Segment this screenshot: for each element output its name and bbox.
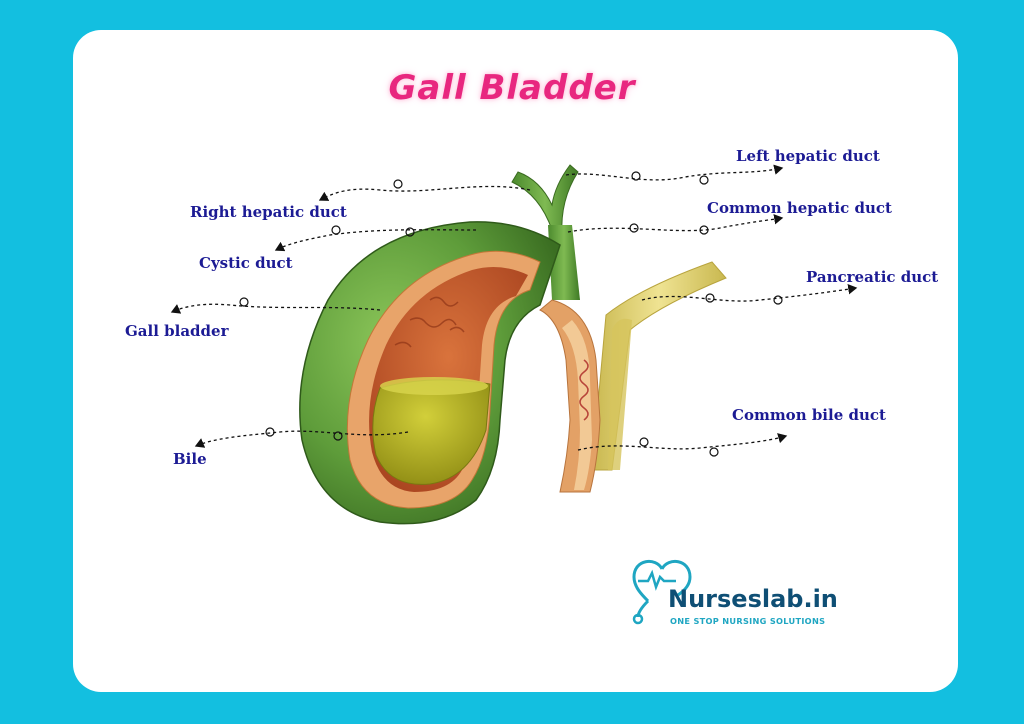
page-title: Gall Bladder xyxy=(388,68,636,108)
label-gall-bladder: Gall bladder xyxy=(125,322,229,340)
brand-logo: Nurseslab.in ONE STOP NURSING SOLUTIONS xyxy=(626,555,838,635)
label-cystic-duct: Cystic duct xyxy=(199,254,293,272)
label-common-bile-duct: Common bile duct xyxy=(732,406,886,424)
common-bile-duct xyxy=(539,299,601,493)
leader-cystic xyxy=(274,229,477,252)
heart-stethoscope-icon xyxy=(632,560,692,625)
content-card xyxy=(73,30,958,692)
leader-pancreatic xyxy=(641,284,858,302)
label-pancreatic-duct: Pancreatic duct xyxy=(806,268,939,286)
leader-lines xyxy=(170,164,858,451)
leader-loops xyxy=(239,171,783,457)
leader-bile xyxy=(194,430,409,448)
gall-bladder-body xyxy=(299,221,561,525)
leader-common-hepatic xyxy=(567,214,784,233)
label-common-hepatic-duct: Common hepatic duct xyxy=(707,199,892,217)
pancreatic-duct xyxy=(591,261,727,471)
label-right-hepatic-duct: Right hepatic duct xyxy=(190,203,347,221)
label-bile: Bile xyxy=(173,450,207,468)
brand-name: Nurseslab.in xyxy=(668,585,838,613)
leader-common-bile xyxy=(577,433,788,451)
brand-tagline: ONE STOP NURSING SOLUTIONS xyxy=(670,616,826,626)
leader-gall-bladder xyxy=(170,303,381,314)
leader-left-hepatic xyxy=(565,164,784,181)
leader-right-hepatic xyxy=(318,185,531,201)
label-left-hepatic-duct: Left hepatic duct xyxy=(736,147,880,165)
